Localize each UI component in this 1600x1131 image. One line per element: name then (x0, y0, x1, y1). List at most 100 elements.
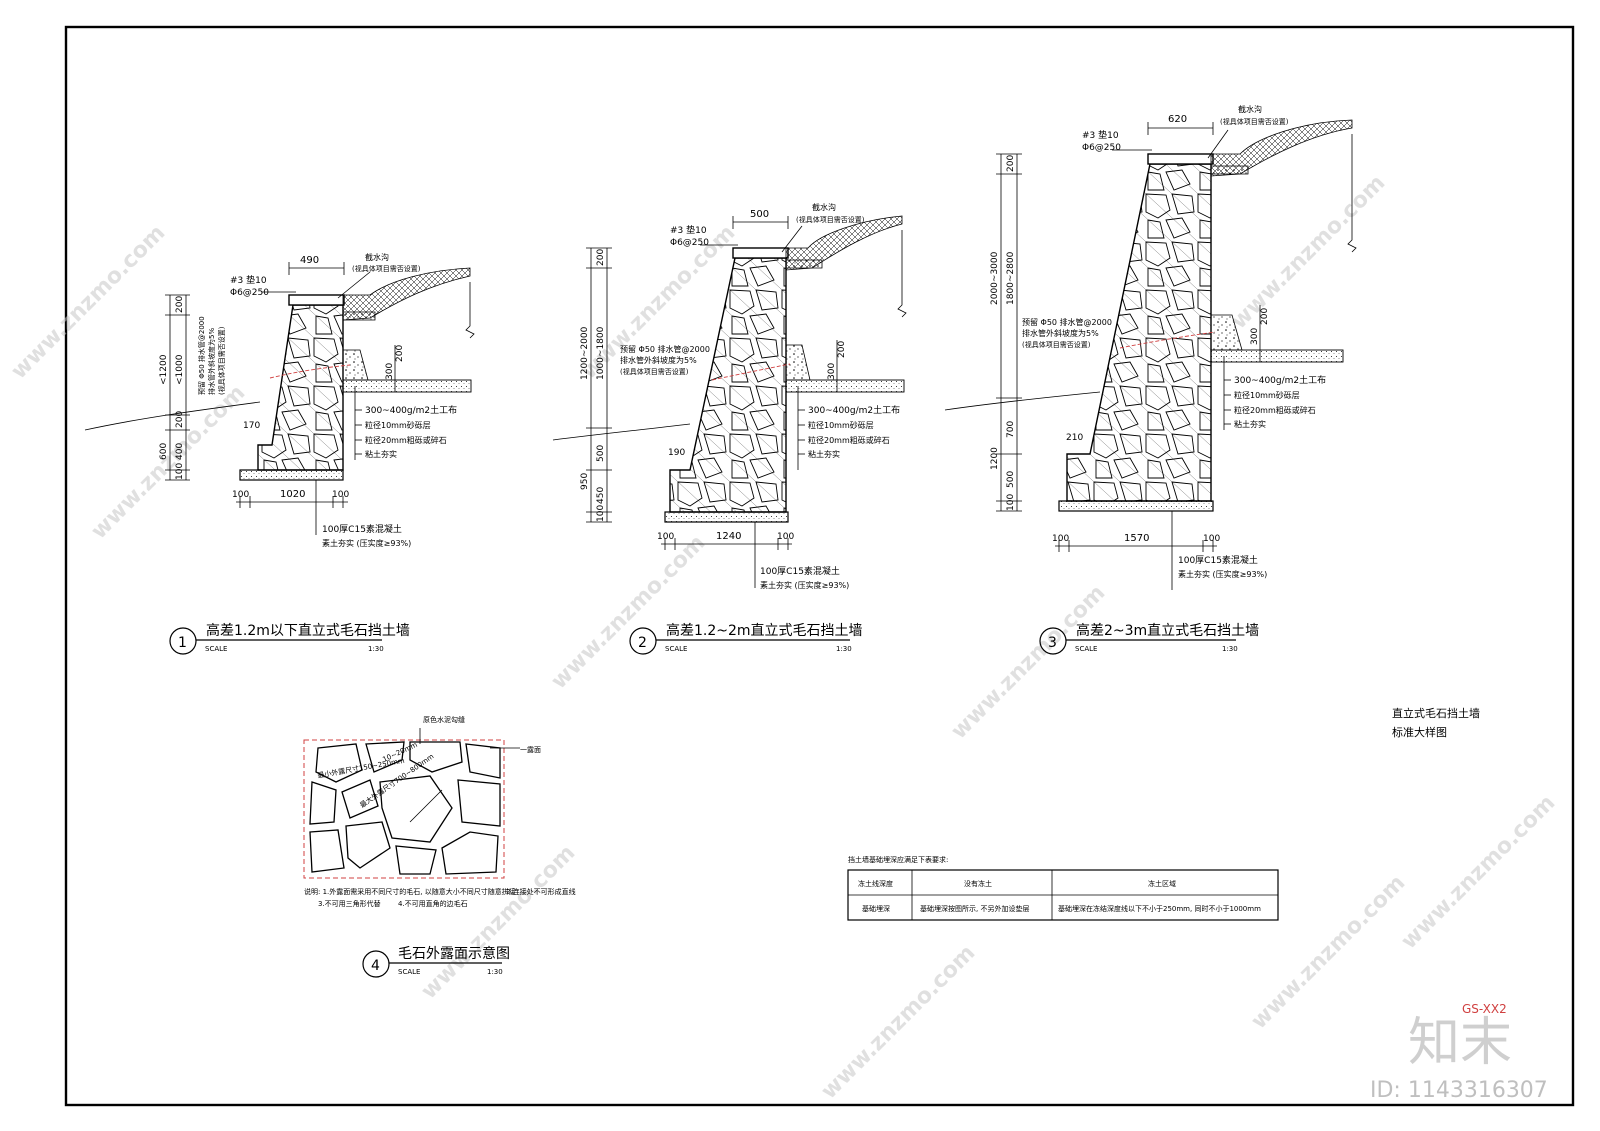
detail-1-right-dim-b: 200 (395, 345, 405, 362)
detail-2-drain-note-2: 排水管外斜坡度为5% (620, 355, 697, 365)
detail-3-top-note-1: #3 垫10 (1082, 129, 1119, 141)
detail-2-coping-dim: 200 (596, 249, 606, 266)
detail-3-base-dim-left: 100 (1052, 534, 1069, 544)
svg-text:www.znzmo.com: www.znzmo.com (547, 530, 711, 694)
detail-3-section: 620 100 1570 100 210 2000~3000 1800~2800… (944, 104, 1357, 655)
detail-4-number: 4 (371, 958, 380, 974)
detail-3-drain-note-2: 排水管外斜坡度为5% (1022, 328, 1099, 338)
foundation-table: 挡土墙基础埋深应满足下表要求: 冻土线深度 没有冻土 冻土区域 基础埋深 基础埋… (847, 855, 1279, 921)
detail-2-drain-note-1: 预留 Φ50 排水管@2000 (620, 344, 710, 354)
detail-2-foundation (664, 511, 789, 523)
detail-2-scale-label: SCALE (665, 645, 687, 653)
detail-3-foundation (1058, 500, 1214, 512)
detail-4-stone-pattern (309, 741, 501, 875)
detail-3-right-dim-a: 300 (1250, 328, 1260, 345)
detail-3-base-dim-right: 100 (1203, 534, 1220, 544)
detail-3-layer-2: 粒径10mm砂砾层 (1234, 390, 1300, 400)
sheet-title-line-2: 标准大样图 (1392, 725, 1447, 739)
detail-3-base-note-1: 100厚C15素混凝土 (1178, 554, 1258, 566)
detail-1-base-note-1: 100厚C15素混凝土 (322, 523, 402, 535)
detail-3-base-dim-mid: 1570 (1124, 533, 1149, 544)
detail-4-label-face: 一露面 (520, 746, 541, 754)
detail-4-note-2: 2.连接处不可形成直线 (506, 887, 576, 896)
detail-1-layer-2: 粒径10mm砂砾层 (365, 420, 431, 430)
detail-1-layer-3: 粒径20mm粗砾或碎石 (365, 435, 447, 445)
detail-4-label-joint: 原色水泥勾缝 (423, 715, 465, 724)
detail-2-base-note-1: 100厚C15素混凝土 (760, 565, 840, 577)
svg-text:www.znzmo.com: www.znzmo.com (817, 940, 981, 1104)
detail-1-cap-dim: 200 (175, 411, 185, 428)
detail-2-ditch-note-2: (视具体项目需否设置) (796, 215, 865, 224)
detail-1-base-dim-right: 100 (332, 490, 349, 500)
detail-2-scale: 1:30 (836, 645, 852, 653)
table-cell-1: 基础埋深按图所示, 不另外加设垫层 (920, 904, 1029, 913)
detail-2-top-note-2: Φ6@250 (670, 238, 709, 248)
detail-1-footing-dim: 400 (175, 443, 185, 460)
detail-4-frame (303, 739, 505, 879)
table-cell-2: 基础埋深在冻结深度线以下不小于250mm, 同时不小于1000mm (1058, 904, 1261, 913)
detail-3-right-dim-b: 200 (1260, 308, 1270, 325)
detail-2-coping (732, 247, 789, 259)
detail-1-base-dim-left: 100 (232, 490, 249, 500)
detail-1-ditch-note-1: 截水沟 (365, 252, 389, 262)
detail-3-exposed-dim: 1800~2800 (1006, 251, 1016, 305)
detail-2-number: 2 (638, 635, 647, 651)
detail-1-toe-dim: 170 (243, 421, 260, 431)
detail-2-layer-4: 粘土夯实 (808, 449, 840, 459)
detail-1-coping-dim: 200 (175, 296, 185, 313)
detail-1-exposed-dim: <1000 (175, 354, 185, 385)
detail-3-drain-note-3: (视具体项目需否设置) (1022, 340, 1091, 349)
detail-3-toe-dim: 210 (1066, 433, 1083, 443)
watermark-id: ID: 1143316307 (1370, 1078, 1548, 1103)
detail-3-top-width: 620 (1168, 114, 1187, 125)
detail-4-scale: 1:30 (487, 968, 503, 976)
svg-text:www.znzmo.com: www.znzmo.com (7, 220, 171, 384)
sheet-title-line-1: 直立式毛石挡土墙 (1392, 706, 1480, 720)
detail-3-layer-4: 粘土夯实 (1234, 419, 1266, 429)
detail-2-ditch-note-1: 截水沟 (812, 202, 836, 212)
detail-3-ditch-note-1: 截水沟 (1238, 104, 1262, 114)
detail-1-base-dim-mid: 1020 (280, 489, 305, 500)
detail-2-number-circle (629, 627, 657, 655)
detail-3-number-circle (1039, 627, 1067, 655)
detail-2-base-note-2: 素土夯实 (压实度≥93%) (760, 580, 849, 590)
detail-2-wall-body (669, 257, 787, 513)
detail-3-footing-dim: 700 (1006, 421, 1016, 438)
detail-3-height-dim: 2000~3000 (990, 251, 1000, 305)
svg-text:www.znzmo.com: www.znzmo.com (1397, 790, 1561, 954)
detail-2-top-note-1: #3 垫10 (670, 224, 707, 236)
detail-3-top-note-2: Φ6@250 (1082, 143, 1121, 153)
detail-1-embed-dim: 600 (159, 443, 169, 460)
detail-1-number-circle (169, 627, 197, 655)
detail-1-top-note-2: Φ6@250 (230, 288, 269, 298)
table-header-0: 冻土线深度 (858, 879, 893, 888)
detail-4-stone-face: 原色水泥勾缝 一露面 10~20mm 最小外露尺寸150~250mm 最大外露尺… (303, 715, 576, 978)
svg-text:www.znzmo.com: www.znzmo.com (947, 580, 1111, 744)
detail-3-number: 3 (1048, 635, 1057, 651)
detail-3-coping-dim: 200 (1006, 155, 1016, 172)
detail-2-footing-dim: 500 (596, 445, 606, 462)
detail-1-section: 490 100 1020 100 170 <1200 <1000 200 600… (84, 252, 475, 655)
detail-2-base-dim: 100 (596, 505, 606, 522)
detail-3-title: 高差2~3m直立式毛石挡土墙 (1076, 622, 1259, 639)
detail-3-base-note-2: 素土夯实 (压实度≥93%) (1178, 569, 1267, 579)
detail-3-layer-3: 粒径20mm粗砾或碎石 (1234, 405, 1316, 415)
detail-2-layer-2: 粒径10mm砂砾层 (808, 420, 874, 430)
detail-2-layer-3: 粒径20mm粗砾或碎石 (808, 435, 890, 445)
detail-1-layer-1: 300~400g/m2土工布 (365, 404, 457, 416)
detail-1-scale-label: SCALE (205, 645, 227, 653)
detail-1-layer-4: 粘土夯实 (365, 449, 397, 459)
detail-2-height-dim: 1200~2000 (580, 326, 590, 380)
detail-2-top-width: 500 (750, 209, 769, 220)
detail-3-layer-1: 300~400g/m2土工布 (1234, 374, 1326, 386)
watermark-logo: 知末 (1408, 1013, 1512, 1073)
detail-2-base-dim-left: 100 (657, 532, 674, 542)
detail-2-cap-dim: 450 (596, 487, 606, 504)
detail-3-base-dim: 100 (1006, 494, 1016, 511)
svg-text:www.znzmo.com: www.znzmo.com (417, 840, 581, 1004)
detail-1-base-note-2: 素土夯实 (压实度≥93%) (322, 538, 411, 548)
table-caption: 挡土墙基础埋深应满足下表要求: (848, 855, 948, 864)
detail-2-right-dim-b: 200 (837, 341, 847, 358)
detail-1-number: 1 (178, 635, 187, 651)
detail-2-section: 500 100 1240 100 190 1200~2000 1000~1800… (552, 202, 907, 655)
